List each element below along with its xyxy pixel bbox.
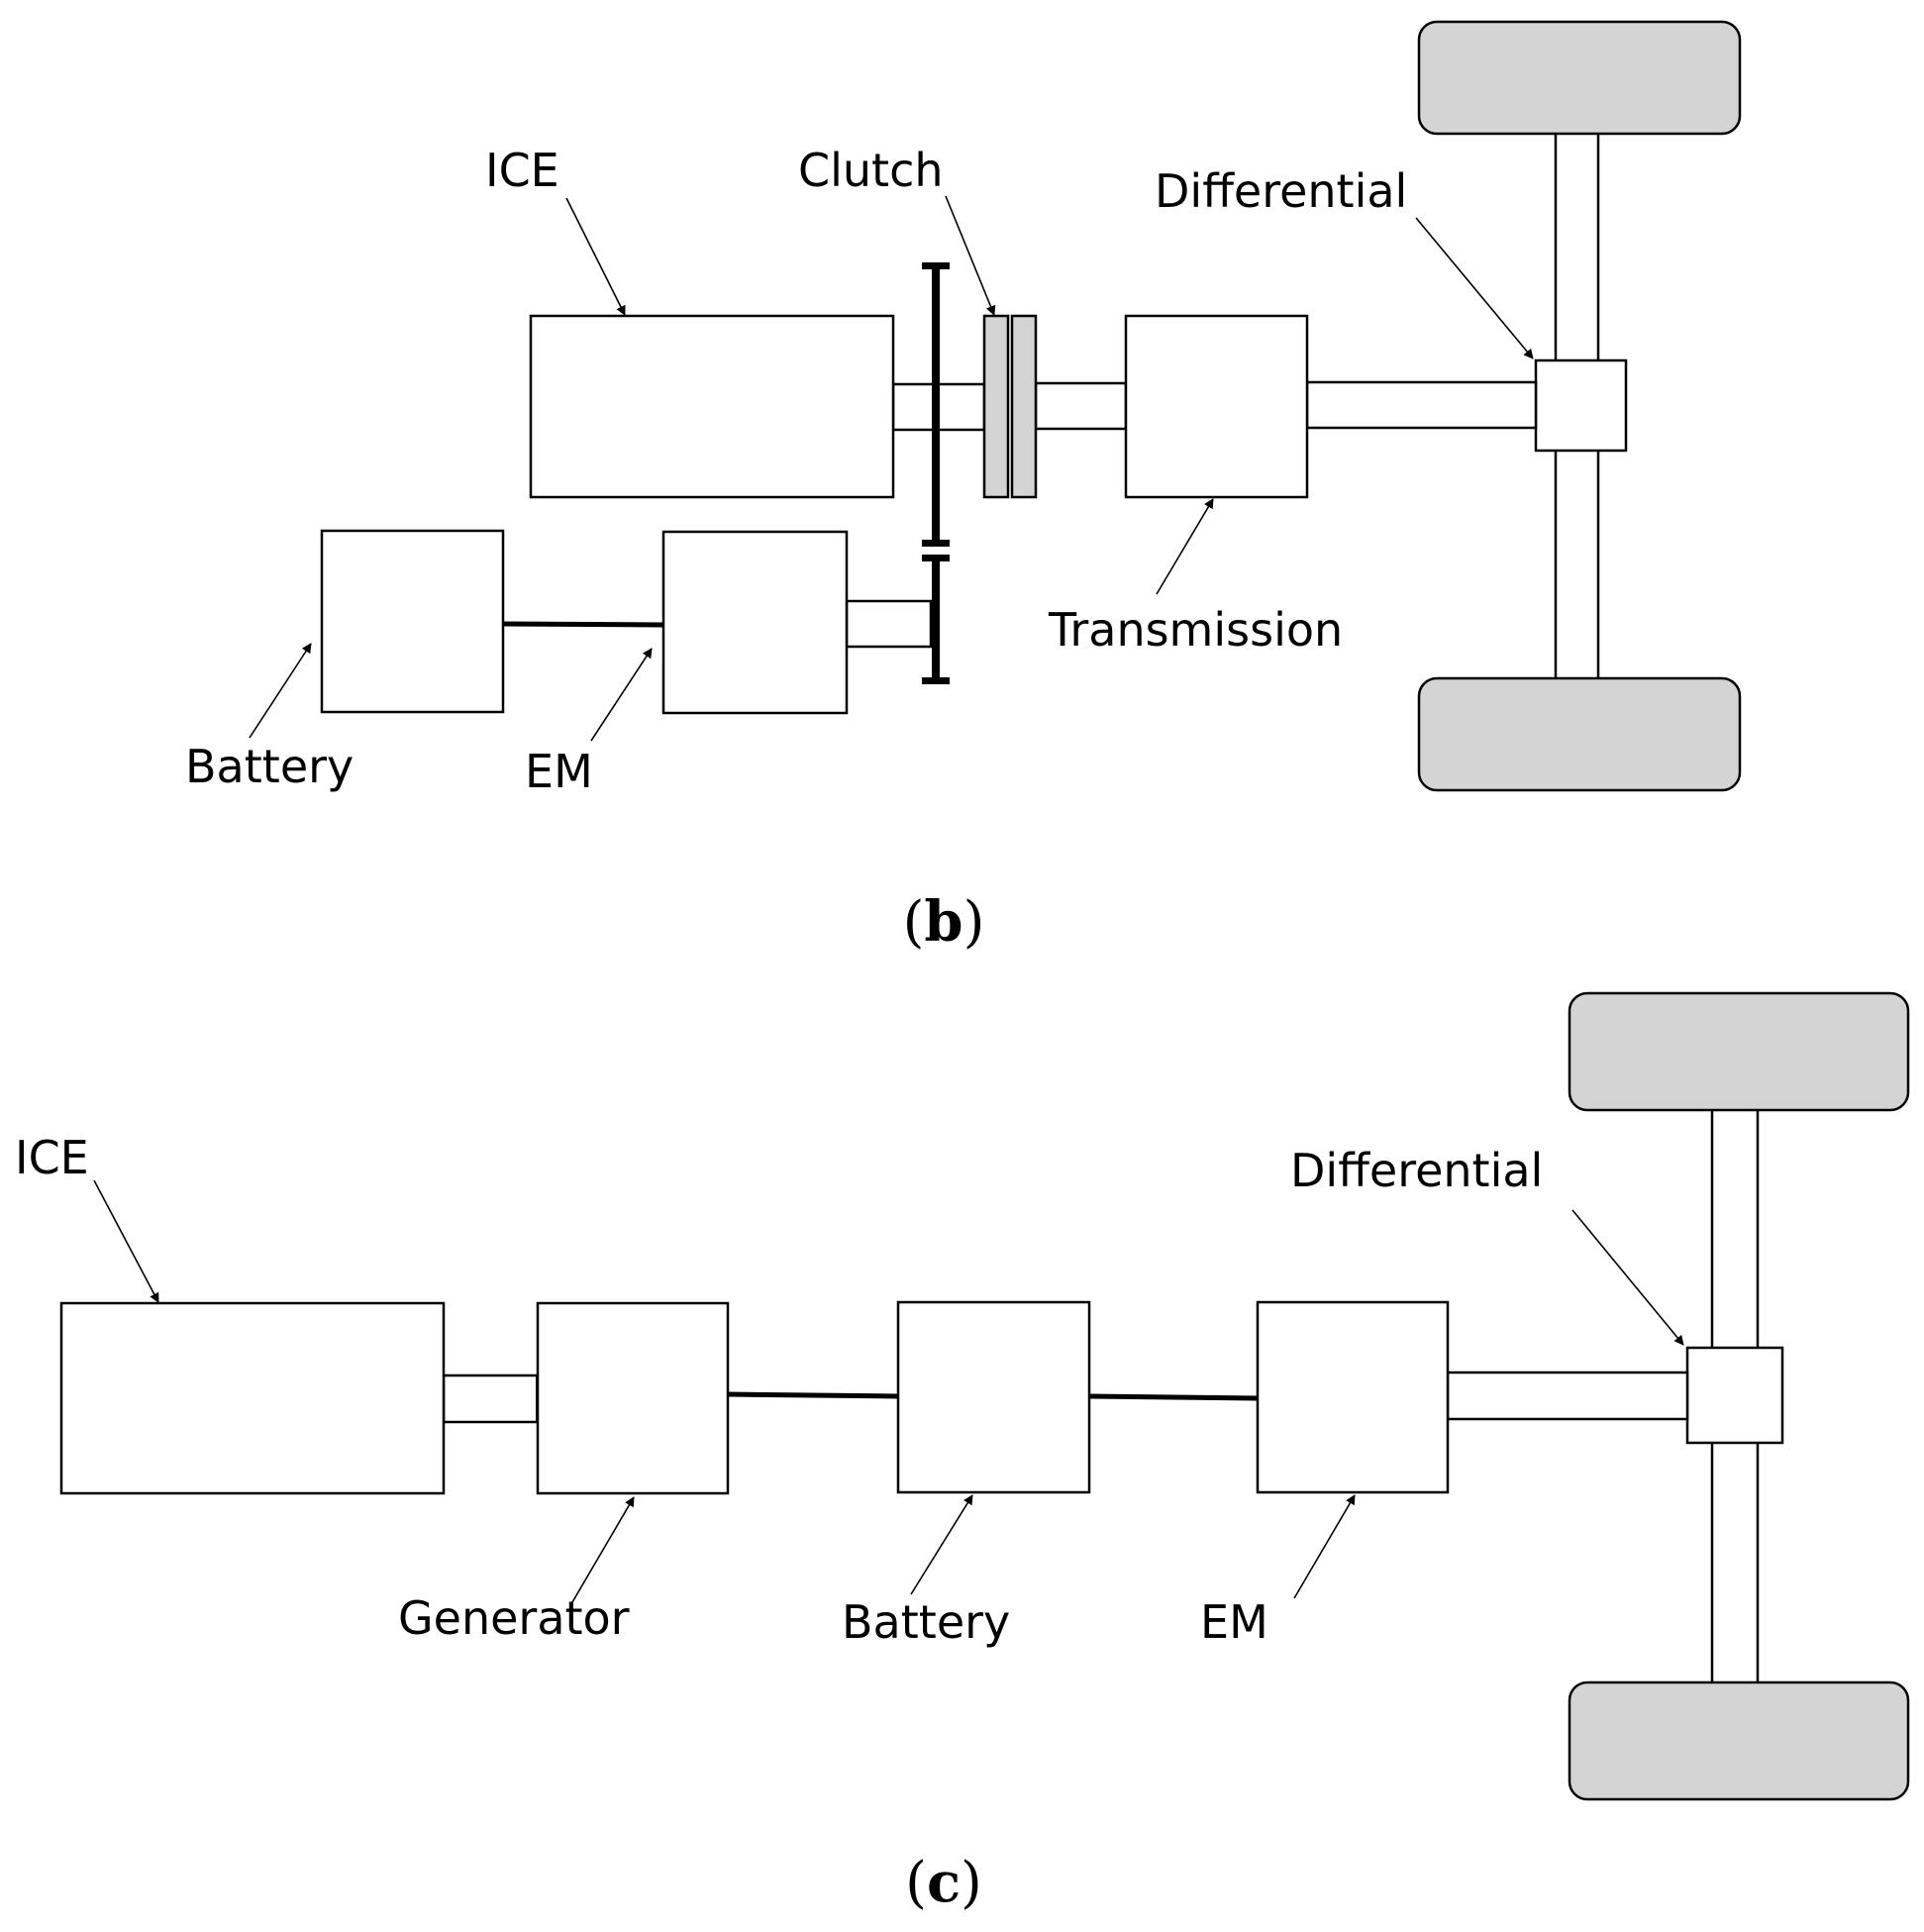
panel-b-battery-leader — [249, 643, 312, 739]
panel-b-differential-label: Differential — [1155, 164, 1407, 218]
panel-c-caption-open: ( — [905, 1851, 927, 1915]
panel-b-gear-cap-top — [922, 262, 950, 269]
panel-c-battery-leader — [910, 1494, 973, 1595]
panel-b-caption-open: ( — [903, 890, 925, 955]
panel-c-generator-leader — [571, 1496, 635, 1603]
panel-c-generator-battery-wire — [727, 1391, 899, 1399]
panel-b-battery-label: Battery — [185, 740, 354, 793]
panel-b-caption: (b) — [903, 889, 985, 955]
panel-b-gear-bar-upper — [932, 265, 940, 543]
panel-c-em-label: EM — [1200, 1595, 1268, 1649]
panel-b-differential-leader — [1415, 217, 1534, 359]
panel-c-rear-wheel — [1568, 1680, 1910, 1801]
panel-b-ice-box — [529, 314, 895, 499]
panel-b-transmission-differential-shaft — [1305, 380, 1538, 430]
panel-b-gear-coupling — [922, 262, 950, 684]
panel-b-transmission-leader — [1156, 498, 1214, 595]
panel-b-clutch-plate-left — [982, 314, 1010, 499]
panel-b-em-label: EM — [525, 745, 593, 798]
panel-c-axle-assembly — [1568, 991, 1910, 1801]
panel-b-em-box — [661, 530, 849, 715]
panel-b-gear-cap-bottom — [922, 677, 950, 684]
panel-b-differential-box — [1534, 358, 1628, 453]
panel-b-rear-wheel — [1417, 676, 1742, 792]
panel-c: ICE Differential Generator Battery EM (c… — [15, 991, 1910, 1915]
panel-b-clutch-plate-right — [1010, 314, 1038, 499]
panel-c-ice-generator-shaft — [442, 1373, 541, 1424]
panel-c-caption-letter: c — [927, 1850, 961, 1915]
panel-c-generator-box — [536, 1301, 730, 1495]
panel-b-clutch-leader — [945, 195, 996, 316]
panel-c-front-wheel — [1568, 991, 1910, 1112]
panel-b-transmission-label: Transmission — [1048, 603, 1343, 657]
panel-b-caption-letter: b — [924, 889, 962, 955]
panel-b-axle-assembly — [1417, 20, 1742, 792]
panel-c-generator-label: Generator — [398, 1591, 630, 1645]
panel-b: ICE Clutch Differential Transmission Bat… — [185, 20, 1742, 955]
panel-b-caption-close: ) — [963, 890, 985, 955]
panel-c-ice-box — [59, 1301, 446, 1495]
panel-c-em-box — [1256, 1300, 1450, 1494]
panel-b-clutch-transmission-shaft — [1034, 381, 1128, 431]
panel-c-caption: (c) — [905, 1850, 982, 1915]
panel-b-front-wheel — [1417, 20, 1742, 136]
panel-b-battery-em-wire — [502, 621, 664, 628]
panel-c-battery-em-wire — [1088, 1393, 1259, 1401]
panel-c-differential-box — [1685, 1346, 1784, 1445]
panel-b-gear-cap-mid-lower — [922, 555, 950, 561]
panel-b-em-leader — [590, 648, 653, 742]
panel-c-ice-leader — [93, 1179, 159, 1303]
panel-b-em-shaft — [845, 599, 933, 649]
panel-b-battery-box — [320, 529, 505, 714]
panel-b-gear-bar-lower — [932, 558, 940, 680]
panel-c-battery-label: Battery — [842, 1595, 1010, 1649]
panel-b-ice-label: ICE — [485, 144, 559, 197]
panel-b-gear-cap-mid-upper — [922, 540, 950, 547]
panel-c-em-leader — [1293, 1494, 1356, 1599]
panel-b-ice-leader — [565, 197, 626, 316]
panel-c-battery-box — [896, 1300, 1091, 1494]
panel-b-clutch-label: Clutch — [798, 144, 944, 197]
panel-c-caption-close: ) — [961, 1851, 982, 1915]
panel-c-differential-leader — [1571, 1209, 1684, 1346]
panel-c-differential-label: Differential — [1290, 1144, 1543, 1197]
panel-c-em-differential-shaft — [1446, 1371, 1689, 1421]
panel-b-transmission-box — [1124, 314, 1309, 499]
panel-c-ice-label: ICE — [15, 1131, 89, 1184]
